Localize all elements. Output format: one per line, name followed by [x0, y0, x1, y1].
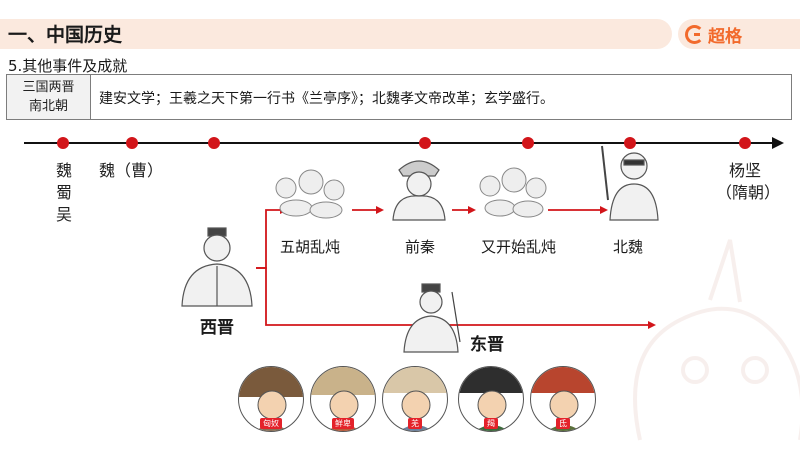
- mascot-watermark-icon: [633, 239, 800, 441]
- timeline-dot: [739, 137, 751, 149]
- stage-dongjin: 东晋: [470, 335, 504, 355]
- three-kingdoms-label: 魏 蜀 吴: [56, 160, 72, 226]
- info-text: 建安文学；王羲之天下第一行书《兰亭序》；北魏孝文帝改革；玄学盛行。: [99, 91, 554, 107]
- logo-text: 超格: [708, 27, 742, 47]
- info-label-line2: 南北朝: [28, 99, 68, 114]
- arrowhead-qianqin-youkaishi: [468, 206, 476, 214]
- stage-beiwei: 北魏: [613, 238, 644, 256]
- tribe-tag: 羌: [408, 418, 422, 429]
- chaos-figures-1: [275, 169, 345, 219]
- tribe-tag: 鲜卑: [332, 418, 354, 429]
- section-subtitle: 5.其他事件及成就: [8, 57, 128, 75]
- timeline-dot: [522, 137, 534, 149]
- stage-wuhu: 五胡乱炖: [280, 238, 341, 256]
- xijin-figure: [181, 227, 253, 307]
- info-label-line1: 三国两晋: [22, 80, 75, 95]
- stage-xijin: 西晋: [200, 318, 234, 338]
- arrowhead-youkaishi-beiwei: [600, 206, 608, 214]
- chaos-figures-2: [479, 167, 547, 218]
- logo: 超格: [685, 22, 742, 47]
- info-label-cell: 三国两晋 南北朝: [7, 75, 91, 119]
- info-table: 三国两晋 南北朝 建安文学；王羲之天下第一行书《兰亭序》；北魏孝文帝改革；玄学盛…: [6, 74, 792, 120]
- yang-jian-label: 杨坚: [729, 161, 762, 180]
- tribe-tag: 匈奴: [260, 418, 282, 429]
- tribe-tag: 羯: [484, 418, 498, 429]
- timeline-dot: [419, 137, 431, 149]
- tribe-avatar-xianbei: 鲜卑: [310, 366, 376, 432]
- tribe-avatar-jie: 羯: [458, 366, 524, 432]
- arrowhead-wuhu-qianqin: [376, 206, 384, 214]
- beiwei-figure: [601, 145, 659, 221]
- timeline-arrow-icon: [772, 137, 784, 149]
- tribe-avatar-xiongnu: 匈奴: [238, 366, 304, 432]
- logo-icon: [685, 25, 704, 44]
- stage-youkaishi: 又开始乱炖: [481, 238, 557, 256]
- tribe-avatar-di: 氐: [530, 366, 596, 432]
- qianqin-figure: [392, 160, 446, 221]
- page-title: 一、中国历史: [8, 24, 123, 46]
- branch-arrow-lower: [256, 267, 650, 326]
- header-bar: [0, 19, 672, 49]
- tribe-tag: 氐: [556, 418, 570, 429]
- timeline-dot: [624, 137, 636, 149]
- dongjin-figure: [403, 283, 461, 353]
- branch-arrowhead-lower: [648, 321, 656, 329]
- state-wei: 魏: [56, 161, 73, 180]
- timeline-dot: [57, 137, 69, 149]
- state-shu: 蜀: [56, 183, 73, 202]
- stage-qianqin: 前秦: [405, 238, 436, 256]
- timeline-dot: [208, 137, 220, 149]
- wei-cao-label: 魏（曹）: [99, 161, 164, 180]
- sui-dynasty-label: （隋朝）: [716, 183, 781, 202]
- timeline-dot: [126, 137, 138, 149]
- tribe-avatar-qiang: 羌: [382, 366, 448, 432]
- state-wu: 吴: [56, 205, 73, 224]
